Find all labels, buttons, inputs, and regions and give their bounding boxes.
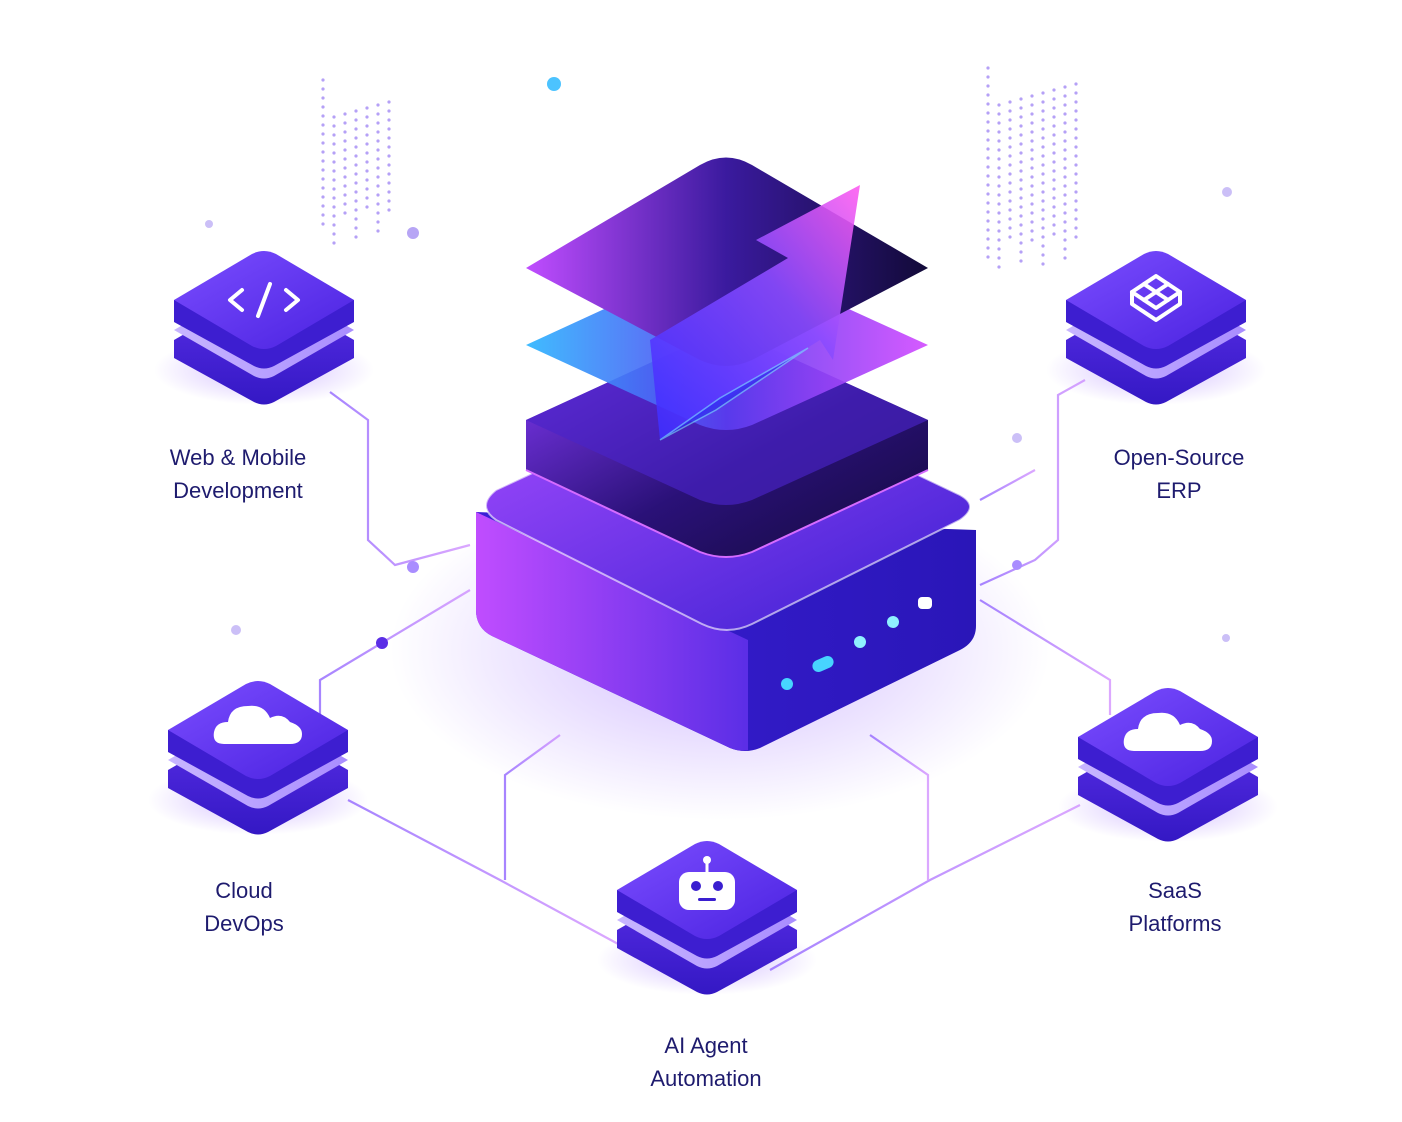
tile-web bbox=[154, 251, 374, 405]
label-cloud-line2: DevOps bbox=[204, 911, 284, 936]
tile-ai bbox=[597, 841, 817, 995]
dot-rain-left bbox=[321, 78, 391, 245]
label-web-line2: Development bbox=[173, 478, 303, 503]
line-nodes bbox=[376, 560, 1022, 649]
status-lights bbox=[781, 597, 932, 690]
center-platform bbox=[476, 157, 976, 751]
robot-icon bbox=[679, 856, 735, 910]
growth-arrow-icon bbox=[650, 185, 860, 440]
label-saas-line2: Platforms bbox=[1128, 911, 1222, 936]
label-ai: AI Agent Automation bbox=[576, 1029, 836, 1095]
tile-erp bbox=[1046, 251, 1266, 405]
tile-cloud bbox=[148, 681, 368, 835]
tile-saas bbox=[1058, 688, 1278, 842]
label-ai-line2: Automation bbox=[650, 1066, 762, 1091]
floating-dots bbox=[205, 77, 1232, 642]
label-ai-line1: AI Agent bbox=[664, 1033, 748, 1058]
label-cloud: Cloud DevOps bbox=[114, 874, 374, 940]
label-saas: SaaS Platforms bbox=[1045, 874, 1305, 940]
code-icon bbox=[228, 282, 300, 318]
cloud-icon bbox=[213, 705, 302, 744]
label-erp: Open-Source ERP bbox=[1049, 441, 1309, 507]
grid-icon bbox=[1130, 274, 1182, 322]
label-web-line1: Web & Mobile bbox=[169, 445, 307, 470]
label-saas-line1: SaaS bbox=[1148, 878, 1202, 903]
label-erp-line1: Open-Source bbox=[1113, 445, 1245, 470]
label-erp-line2: ERP bbox=[1156, 478, 1202, 503]
dot-rain-right bbox=[986, 66, 1078, 269]
label-web: Web & Mobile Development bbox=[108, 441, 368, 507]
cloud-icon bbox=[1123, 712, 1212, 751]
label-cloud-line1: Cloud bbox=[215, 878, 273, 903]
